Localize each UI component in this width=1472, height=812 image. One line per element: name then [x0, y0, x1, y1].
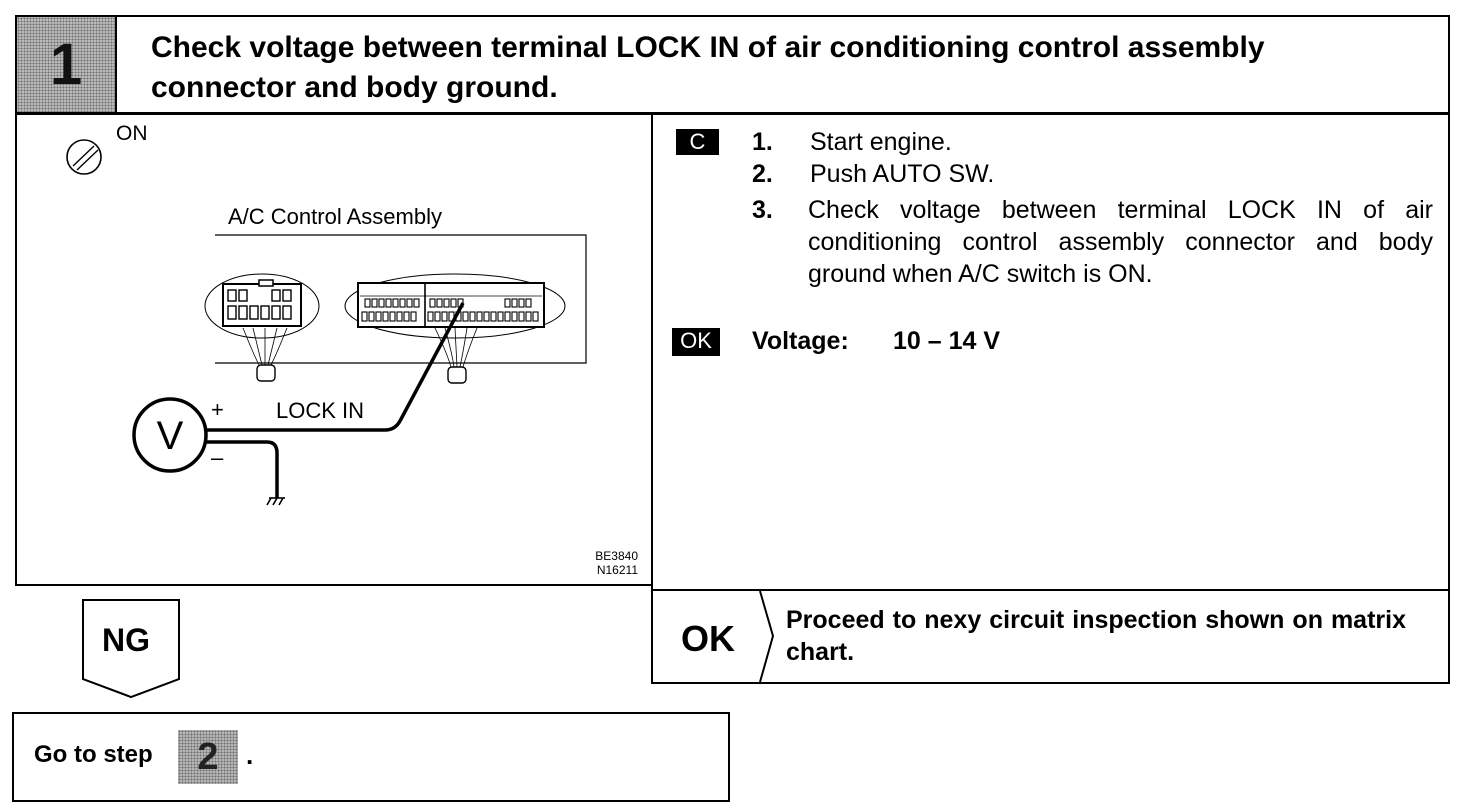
- ok-result-box: [651, 589, 1450, 684]
- step-3-number: 3.: [752, 196, 773, 224]
- voltmeter-icon: V: [132, 397, 208, 473]
- connector-left-icon: [204, 273, 320, 382]
- voltmeter-symbol: V: [157, 414, 184, 458]
- ignition-on-label: ON: [116, 122, 148, 145]
- step-2-text: Push AUTO SW.: [810, 160, 995, 188]
- step-2-number: 2.: [752, 160, 773, 188]
- voltage-value: 10 – 14 V: [893, 327, 1001, 355]
- ok-divider-chevron: [759, 590, 775, 683]
- goto-step-box: [12, 712, 730, 802]
- ng-arrow-icon: [82, 599, 180, 699]
- ok-result-label: OK: [681, 618, 735, 659]
- step-title: Check voltage between terminal LOCK IN o…: [151, 31, 1265, 104]
- ok-result-text: Proceed to nexy circuit inspection shown…: [786, 606, 1406, 666]
- ignition-switch-icon: [66, 139, 102, 175]
- figure-code-2: N16211: [597, 563, 638, 577]
- negative-probe-lead: [202, 440, 279, 498]
- connector-right-icon: [344, 273, 566, 384]
- positive-probe-lead: [202, 302, 465, 432]
- goto-step-badge[interactable]: 2: [178, 730, 238, 784]
- voltage-label: Voltage:: [752, 327, 849, 355]
- step-number: 1: [49, 32, 83, 97]
- wiring-diagram: ON A/C Control Assembly: [66, 122, 638, 577]
- plus-sign: +: [211, 397, 224, 422]
- ground-symbol-icon: [266, 497, 285, 506]
- figure-code-1: BE3840: [595, 549, 638, 563]
- step-number-badge: 1: [17, 17, 117, 112]
- lock-in-label: LOCK IN: [276, 398, 364, 423]
- minus-sign: –: [211, 445, 224, 470]
- step-3-text: Check voltage between terminal LOCK IN o…: [808, 196, 1433, 288]
- step-1-number: 1.: [752, 128, 773, 156]
- check-tag: C: [676, 129, 719, 155]
- goto-step-period: .: [246, 740, 254, 770]
- step-1-text: Start engine.: [810, 128, 952, 156]
- goto-step-number: 2: [197, 735, 219, 778]
- goto-step-text: Go to step: [34, 741, 153, 768]
- ng-result-label: NG: [102, 622, 150, 658]
- assembly-label: A/C Control Assembly: [228, 204, 442, 229]
- assembly-outline: [215, 234, 587, 364]
- ok-tag: OK: [672, 328, 720, 356]
